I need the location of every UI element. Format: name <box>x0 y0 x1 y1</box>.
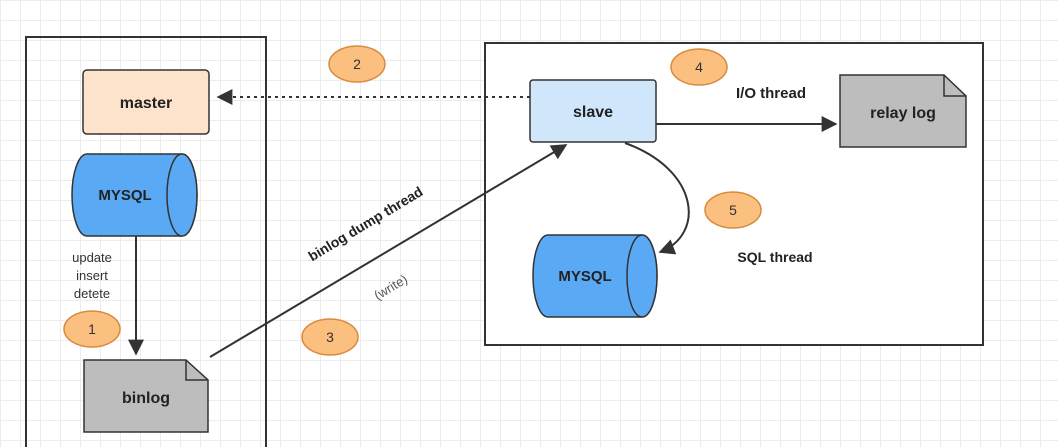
operation-delete: detete <box>74 286 110 301</box>
binlog-dump-thread-label: binlog dump thread <box>305 183 425 264</box>
slave-mysql-label: MYSQL <box>558 268 611 285</box>
slave-label: slave <box>573 104 613 121</box>
relay-log-label: relay log <box>870 105 936 122</box>
step-badge-3: 3 <box>301 318 359 356</box>
step-badge-4: 4 <box>670 48 728 86</box>
master-label: master <box>120 95 172 112</box>
master-node: master <box>82 69 210 135</box>
svg-text:2: 2 <box>353 56 361 72</box>
step-badge-2: 2 <box>328 45 386 83</box>
binlog-document: binlog <box>83 359 209 433</box>
step-badge-1: 1 <box>63 310 121 348</box>
slave-node: slave <box>529 79 657 143</box>
operation-update: update <box>72 250 112 265</box>
io-thread-label: I/O thread <box>736 85 806 102</box>
relay-log-document: relay log <box>839 74 967 148</box>
sql-thread-arrow <box>624 142 690 255</box>
svg-text:3: 3 <box>326 329 334 345</box>
binlog-label: binlog <box>122 390 170 407</box>
sql-thread-label: SQL thread <box>737 249 812 265</box>
svg-text:5: 5 <box>729 202 737 218</box>
slave-mysql-cylinder: MYSQL <box>532 234 658 318</box>
binlog-dump-arrow <box>209 144 568 358</box>
step-badge-5: 5 <box>704 191 762 229</box>
master-container <box>25 36 267 447</box>
master-mysql-label: MYSQL <box>98 187 151 204</box>
master-mysql-cylinder: MYSQL <box>71 153 198 237</box>
svg-text:4: 4 <box>695 59 703 75</box>
svg-text:1: 1 <box>88 321 96 337</box>
operation-insert: insert <box>76 268 108 283</box>
write-label: (write) <box>371 271 410 302</box>
